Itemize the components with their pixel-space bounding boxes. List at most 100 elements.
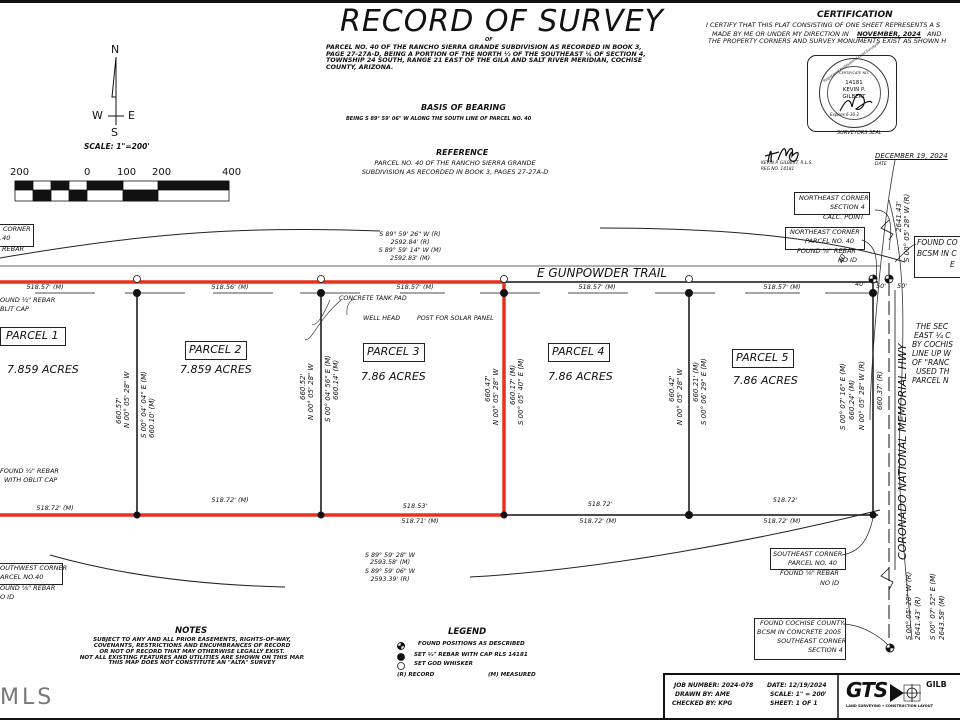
se-parcel-text: FOUND ⅝" REBAR [780, 569, 839, 577]
se-section-text: BCSM IN CONCRETE 2005 [757, 628, 842, 636]
top-border [0, 0, 960, 3]
parcel-5-bottom-record: 518.72' [772, 496, 798, 504]
scale-text: SCALE: 1"=200' [84, 142, 150, 151]
ne-parcel-text: PARCEL NO. 40 [805, 237, 855, 245]
legend-record: (R) RECORD [397, 672, 435, 678]
survey-title: RECORD OF SURVEY [340, 4, 664, 39]
certification-and: AND [927, 30, 942, 38]
parcel-2-acres: 7.859 ACRES [180, 363, 252, 376]
description-line: PARCEL NO. 40 OF THE RANCHO SIERRA GRAND… [326, 44, 642, 51]
parcel-3-label-box [363, 343, 425, 362]
parcel-3-acres: 7.86 ACRES [361, 370, 426, 383]
road-name: E GUNPOWDER TRAIL [537, 266, 668, 280]
south-line-m-bearing: S 89° 59' 28" W [364, 552, 416, 559]
north-line-m-dist: 2592.83' (M) [389, 255, 431, 262]
description-line: COUNTY, ARIZONA. [326, 63, 394, 71]
note-line: COVENANTS, RESTRICTIONS AND ENCUMBRANCES… [93, 642, 291, 649]
se-parcel-text: PARCEL NO. 40 [788, 559, 838, 567]
rebar-marker [317, 511, 325, 519]
parcel-3-bottom-dist: 518.71' (M) [401, 517, 439, 525]
parcel-4-label: PARCEL 4 [552, 345, 605, 358]
side-note-line: EAST ¼ C [914, 331, 951, 340]
certification-line: THE PROPERTY CORNERS AND SURVEY MONUMENT… [708, 37, 947, 45]
sw-corner-text: OUND ⅝" REBAR [0, 584, 56, 592]
parcel-1-label-box [0, 327, 66, 346]
scale-label: 200 [10, 167, 30, 178]
certification-heading: CERTIFICATION [817, 10, 893, 20]
sheet-number: SHEET: 1 OF 1 [770, 700, 818, 707]
south-curve [49, 509, 881, 588]
west-label: W [92, 109, 103, 122]
reference-line: PARCEL NO. 40 OF THE RANCHO SIERRA GRAND… [374, 159, 536, 167]
divider-1-left-bearing: N 00° 05' 28" W [123, 371, 131, 428]
se-section-text: FOUND COCHISE COUNTY [760, 619, 845, 627]
rebar-marker [500, 289, 508, 297]
ne-parcel-text: NORTHEAST CORNER [790, 228, 860, 236]
legend-item: SET GOD WHISKER [414, 661, 473, 667]
found-cc-text: BCSM IN C [917, 249, 957, 258]
company-tagline: LAND SURVEYING • CONSTRUCTION LAYOUT [846, 704, 933, 708]
parcel-1-acres: 7.859 ACRES [7, 363, 79, 376]
south-line-m-dist: 2593.58' (M) [369, 559, 411, 566]
company-logo: GTS [846, 678, 888, 702]
rebar-marker [317, 289, 325, 297]
watermark: MLS [0, 685, 55, 710]
east-lower-r-bearing: S 00° 05' 28" W (R) [905, 571, 913, 640]
south-line-r-dist: 2593.39' (R) [370, 576, 410, 583]
parcel-5-acres: 7.86 ACRES [733, 374, 798, 387]
signer-name: KEVIN P. GILBERT, R.L.S. [761, 161, 813, 166]
sw-corner-box [0, 563, 63, 585]
sw-corner-text: ARCEL NO.40 [0, 573, 44, 581]
north-label: N [111, 43, 120, 56]
rebar-marker [685, 511, 693, 519]
se-section-box [754, 618, 846, 660]
north-line-r-dist: 2592.84' (R) [390, 239, 430, 246]
parcel-1-label: PARCEL 1 [6, 329, 59, 342]
highway-name: CORONADO NATIONAL MEMORIAL HWY [896, 343, 909, 560]
date-label: DATE [875, 162, 887, 167]
se-parcel-box [770, 548, 846, 570]
east-lower-m-bearing: S 00° 07' 52" E (M) [929, 573, 937, 640]
ne-parcel-box [785, 227, 865, 250]
surveyor-seal: Registered Professional Land Surveyor CE… [819, 41, 889, 128]
seal-expires: Expires 6-30-2 [830, 112, 860, 117]
sw-corner-text: O ID [0, 593, 15, 601]
parcel-2-label-box [185, 341, 247, 360]
sw-corner-text: OUTHWEST CORNER [0, 564, 68, 572]
ne-section-box [794, 192, 870, 215]
east-label: E [128, 109, 135, 122]
found-monument [868, 274, 895, 653]
basis-text: BEING S 89° 59' 06" W ALONG THE SOUTH LI… [346, 116, 532, 122]
notes-heading: NOTES [175, 626, 208, 636]
concrete-tank-label: CONCRETE TANK PAD [339, 295, 407, 302]
scale-label: 0 [84, 167, 91, 178]
note-line: THIS MAP DOES NOT CONSTITUTE AN "ALTA" S… [108, 660, 276, 667]
checked-by: CHECKED BY: KPG [672, 700, 733, 707]
drawing-date: DATE: 12/19/2024 [767, 682, 827, 689]
note-line: OR NOT OF RECORD THAT MAY OTHERWISE LEGA… [99, 648, 285, 655]
parcel-1-bottom-dist: 518.72' (M) [36, 504, 74, 512]
east-line-m-dist: 660.24' (M) [848, 379, 856, 420]
legend-measured: (M) MEASURED [488, 672, 536, 678]
nw-corner-text: REBAR [2, 245, 25, 253]
solar-post-label: POST FOR SOLAR PANEL [417, 315, 494, 322]
seal-name-2: GILBERT [842, 94, 866, 100]
w-monument-text: OUND ½" REBAR [0, 296, 56, 304]
title-of: OF [485, 37, 493, 43]
legend-item: SET ½" REBAR WITH CAP RLS 14181 [414, 652, 528, 658]
east-line-m-bearing: S 00° 07' 16" E (M) [839, 363, 847, 430]
side-note-line: THE SEC [916, 322, 949, 331]
drawn-by: DRAWN BY: AME [675, 691, 730, 698]
reference-heading: REFERENCE [436, 148, 489, 157]
parcel-1-top-dist: 518.57' (M) [26, 283, 64, 291]
divider-3-right-bearing: S 00° 05' 40" E (M) [517, 358, 525, 425]
reference-line: SUBDIVISION AS RECORDED IN BOOK 3, PAGES… [361, 168, 549, 176]
ne-parcel-text: FOUND ⅝" REBAR [797, 247, 856, 255]
ne-section-text: NORTHEAST CORNER [799, 194, 869, 202]
parcel-4-bottom-record: 518.72' [587, 500, 613, 508]
se-section-text: SOUTHEAST CORNER [777, 637, 847, 645]
seal-name-1: KEVIN P. [842, 87, 866, 93]
scale-bar-icon [14, 180, 230, 202]
divider-2-right-dist: 660.14' (M) [332, 359, 340, 400]
note-line: SUBJECT TO ANY AND ALL PRIOR EASEMENTS, … [93, 637, 291, 643]
